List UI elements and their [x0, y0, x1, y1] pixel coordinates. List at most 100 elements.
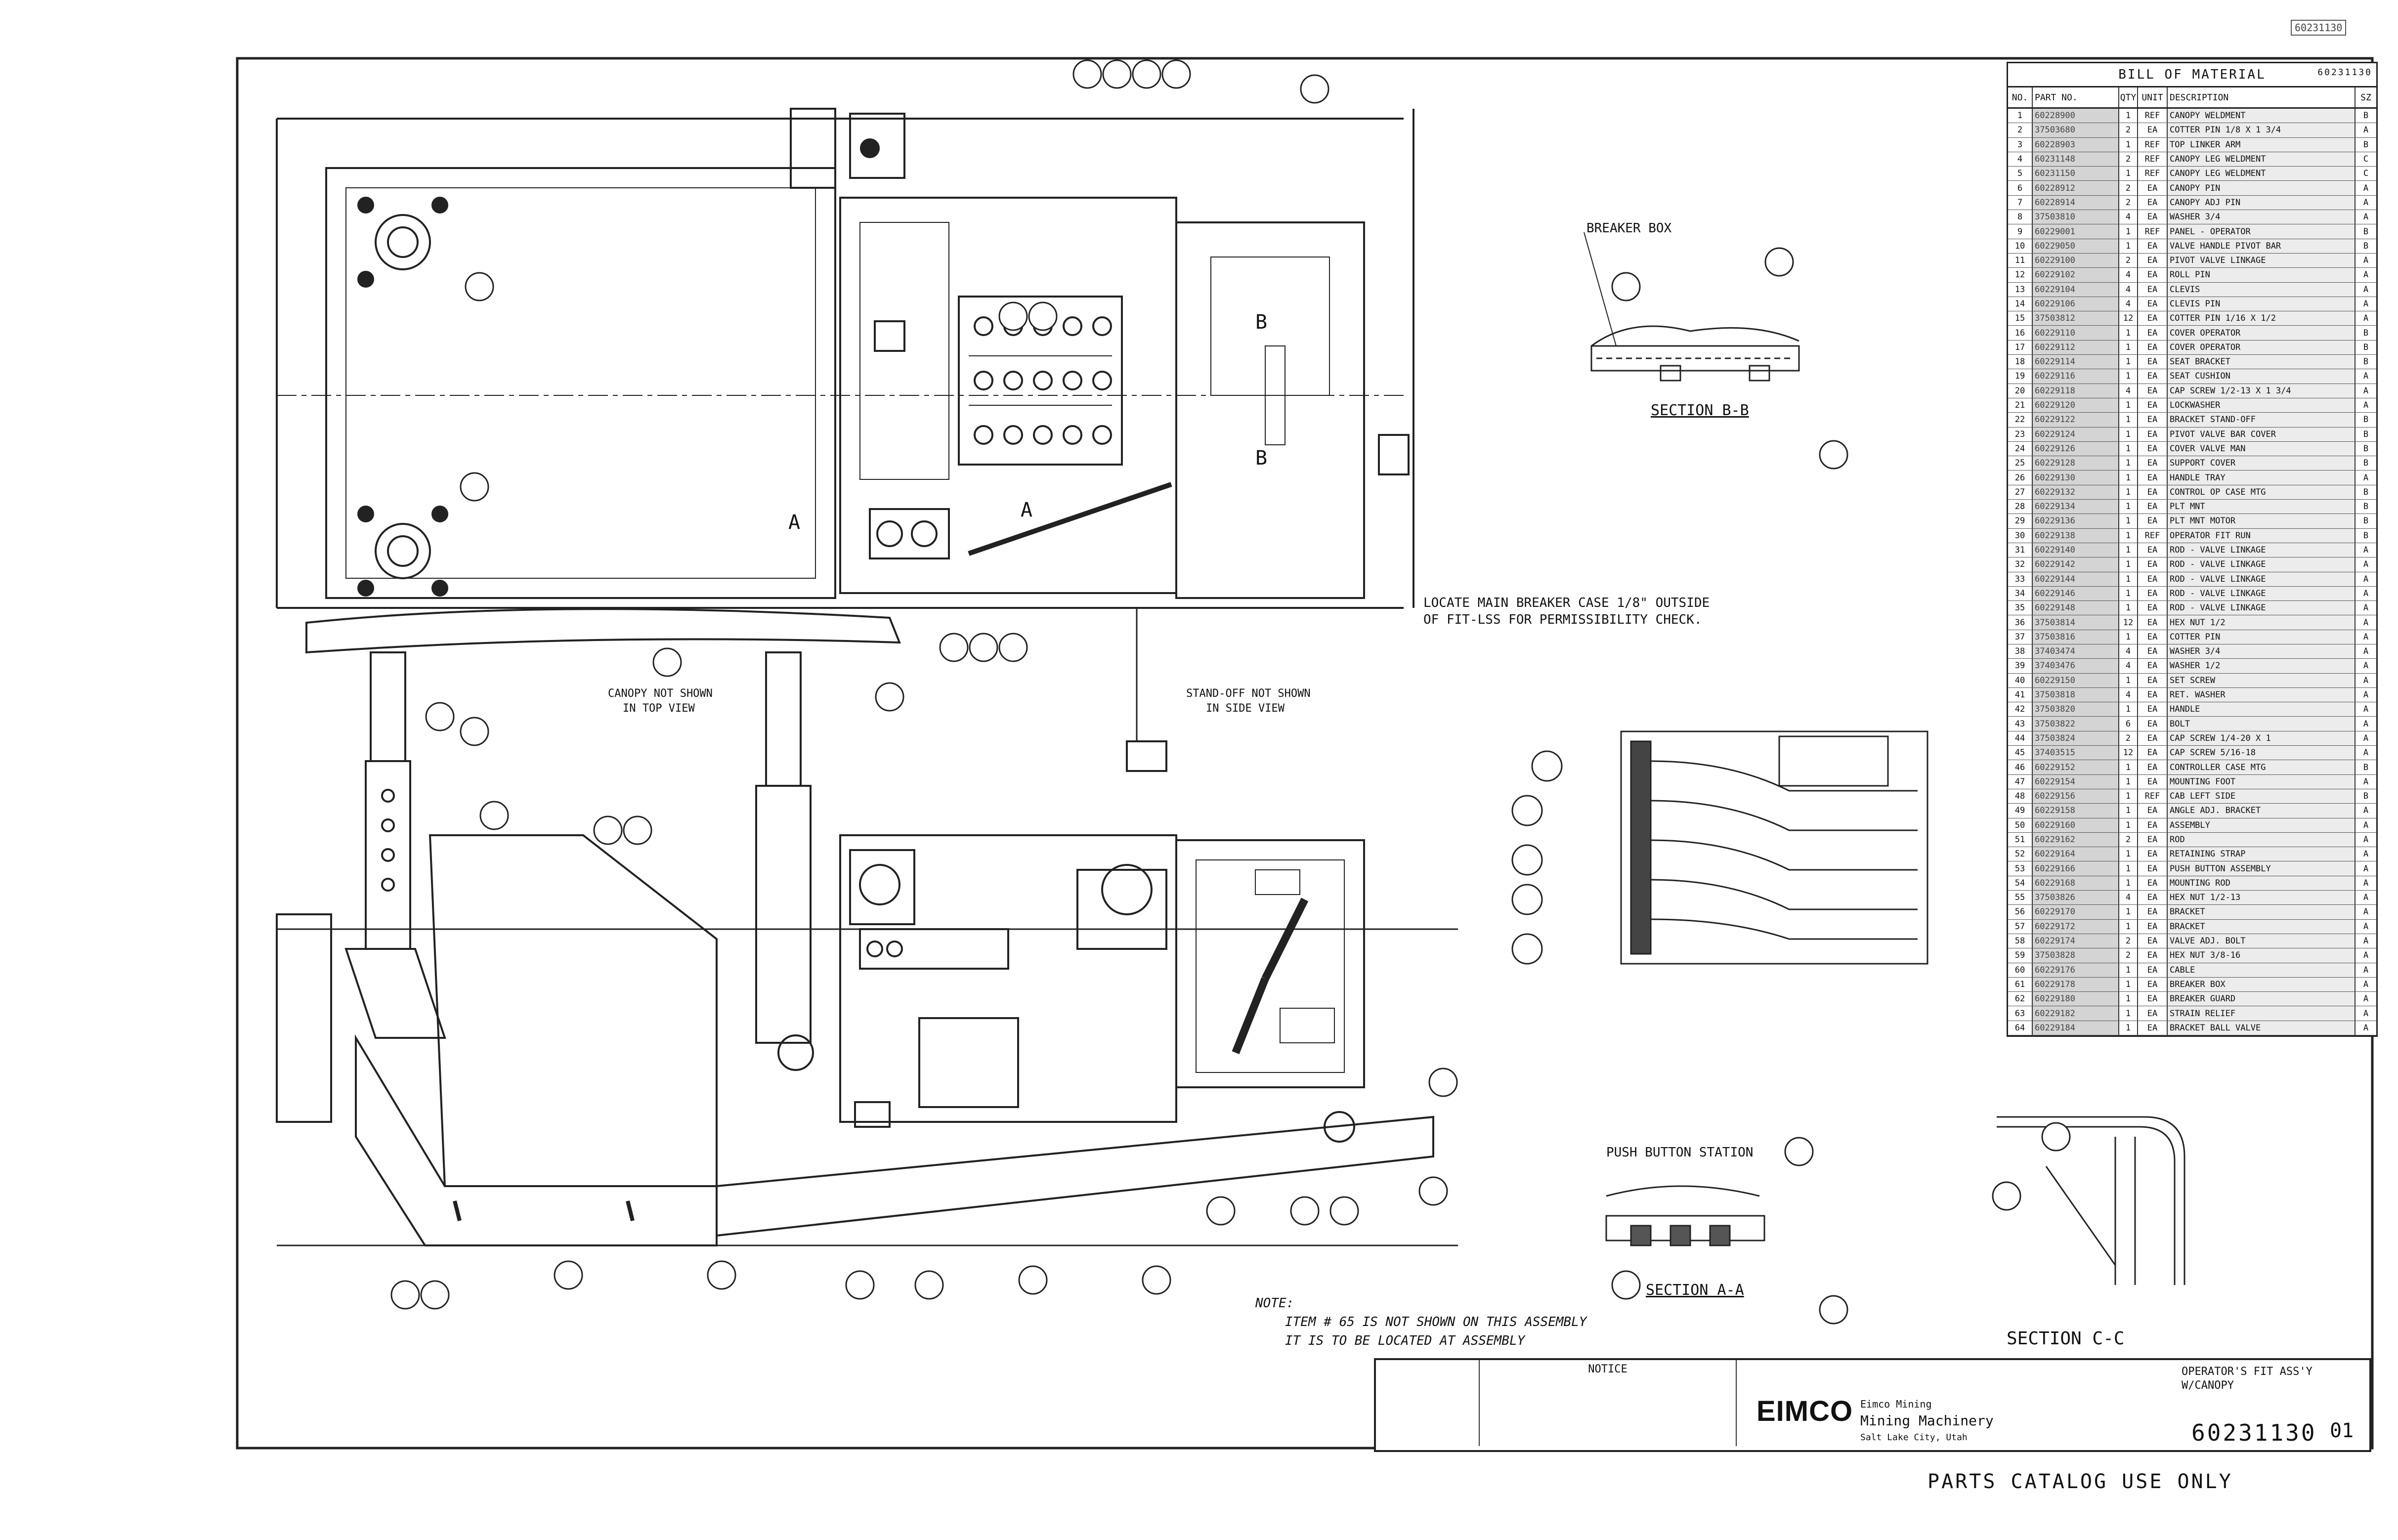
drawing-code-stamp: 60231130	[2291, 20, 2347, 36]
bom-cell: 19	[2008, 369, 2033, 384]
bom-cell: C	[2363, 154, 2369, 165]
bom-cell: B	[2363, 415, 2369, 425]
bom-cell: EA	[2138, 746, 2168, 760]
bom-cell: EA	[2138, 717, 2168, 731]
title-block: NOTICE EIMCO Eimco Mining Mining Machine…	[1374, 1358, 2371, 1452]
bom-cell: 39	[2008, 659, 2033, 673]
bom-cell: 15	[2008, 311, 2033, 326]
bom-cell: 1	[2119, 818, 2138, 832]
bom-cell: A	[2363, 950, 2369, 961]
bom-cell: B	[2363, 487, 2369, 497]
bom-cell: 47	[2008, 774, 2033, 789]
notes-heading: NOTE:	[1255, 1296, 1294, 1311]
bom-cell: B	[2363, 530, 2369, 541]
bom-cell: A	[2363, 313, 2369, 324]
bom-cell: 37503816	[2033, 630, 2119, 644]
bom-cell: EA	[2138, 601, 2168, 615]
bom-cell: EA	[2138, 977, 2168, 992]
bom-cell: CANOPY ADJ PIN	[2168, 195, 2355, 210]
bom-cell: 48	[2008, 789, 2033, 804]
bom-cell: 60228903	[2033, 137, 2119, 152]
bom-cell: 2	[2119, 731, 2138, 746]
drawing-notes: NOTE: ITEM # 65 IS NOT SHOWN ON THIS ASS…	[1255, 1294, 1586, 1350]
bom-cell: 60229164	[2033, 847, 2119, 861]
bom-cell: 1	[2119, 1006, 2138, 1021]
bom-cell: 60229170	[2033, 905, 2119, 919]
bom-cell: SEAT CUSHION	[2168, 369, 2355, 384]
bom-cell: A	[2363, 849, 2369, 859]
bom-cell: B	[2363, 328, 2369, 338]
bom-cell: CAP SCREW 1/4-20 X 1	[2168, 731, 2355, 746]
bom-cell: 4	[2119, 891, 2138, 905]
bom-cell: 60229112	[2033, 340, 2119, 355]
bom-cell: 8	[2008, 210, 2033, 224]
bom-cell: A	[2363, 574, 2369, 584]
bom-cell: 37503680	[2033, 123, 2119, 137]
bom-cell: 60229001	[2033, 224, 2119, 239]
bom-cell: 29	[2008, 514, 2033, 528]
bom-cell: REF	[2138, 528, 2168, 543]
stand-off-not-shown-label: STAND-OFF NOT SHOWN	[1186, 687, 1311, 700]
bom-cell: 11	[2008, 253, 2033, 268]
bom-cell: 12	[2119, 311, 2138, 326]
bom-cell: EA	[2138, 123, 2168, 137]
bom-cell: 60229154	[2033, 774, 2119, 789]
bom-cell: ANGLE ADJ. BRACKET	[2168, 804, 2355, 818]
bom-cell: CONTROLLER CASE MTG	[2168, 760, 2355, 774]
bom-cell: SEAT BRACKET	[2168, 355, 2355, 369]
bom-cell: A	[2363, 820, 2369, 830]
bom-cell: A	[2363, 472, 2369, 483]
notes-line-2: IT IS TO BE LOCATED AT ASSEMBLY	[1285, 1333, 1525, 1348]
bom-cell: 50	[2008, 818, 2033, 832]
bom-cell: 3	[2008, 137, 2033, 152]
title-line-1: OPERATOR'S FIT ASS'Y	[2182, 1366, 2312, 1378]
bom-cell: 2	[2119, 253, 2138, 268]
bom-cell: 34	[2008, 586, 2033, 601]
bom-cell: HANDLE TRAY	[2168, 471, 2355, 485]
bom-cell: WASHER 3/4	[2168, 644, 2355, 659]
bom-cell: 1	[2119, 977, 2138, 992]
bom-cell: 58	[2008, 934, 2033, 948]
bom-cell: B	[2363, 226, 2369, 237]
bom-cell: ROLL PIN	[2168, 268, 2355, 282]
bom-cell: EA	[2138, 992, 2168, 1006]
bom-cell: 1	[2119, 1021, 2138, 1035]
view-mark-b-bottom: B	[1255, 447, 1267, 470]
bom-cell: 1	[2119, 427, 2138, 441]
bom-cell: 55	[2008, 891, 2033, 905]
bom-cell: 60229140	[2033, 543, 2119, 557]
bom-cell: 60229116	[2033, 369, 2119, 384]
bom-cell: CLEVIS PIN	[2168, 297, 2355, 311]
bom-cell: 37503822	[2033, 717, 2119, 731]
bom-cell: CLEVIS	[2168, 282, 2355, 297]
title-line-2: W/CANOPY	[2182, 1379, 2234, 1392]
view-mark-a-right: A	[1021, 499, 1032, 521]
bom-cell: 4	[2119, 687, 2138, 702]
bom-cell: 21	[2008, 398, 2033, 413]
bom-cell: EA	[2138, 326, 2168, 340]
bom-cell: A	[2363, 936, 2369, 946]
bom-cell: 4	[2119, 644, 2138, 659]
bom-cell: COTTER PIN 1/16 X 1/2	[2168, 311, 2355, 326]
bom-cell: 60231148	[2033, 152, 2119, 167]
bom-cell: TOP LINKER ARM	[2168, 137, 2355, 152]
bom-cell: ROD - VALVE LINKAGE	[2168, 586, 2355, 601]
bom-cell: EA	[2138, 934, 2168, 948]
bom-cell: 1	[2119, 456, 2138, 471]
bom-cell: 60229162	[2033, 832, 2119, 847]
bom-cell: A	[2363, 371, 2369, 382]
bom-cell: EA	[2138, 804, 2168, 818]
bom-cell: 60229174	[2033, 934, 2119, 948]
side-view	[276, 608, 1458, 1246]
bom-cell: A	[2363, 632, 2369, 642]
bom-cell: B	[2363, 791, 2369, 802]
bom-cell: REF	[2138, 152, 2168, 167]
bom-cell: A	[2363, 733, 2369, 743]
